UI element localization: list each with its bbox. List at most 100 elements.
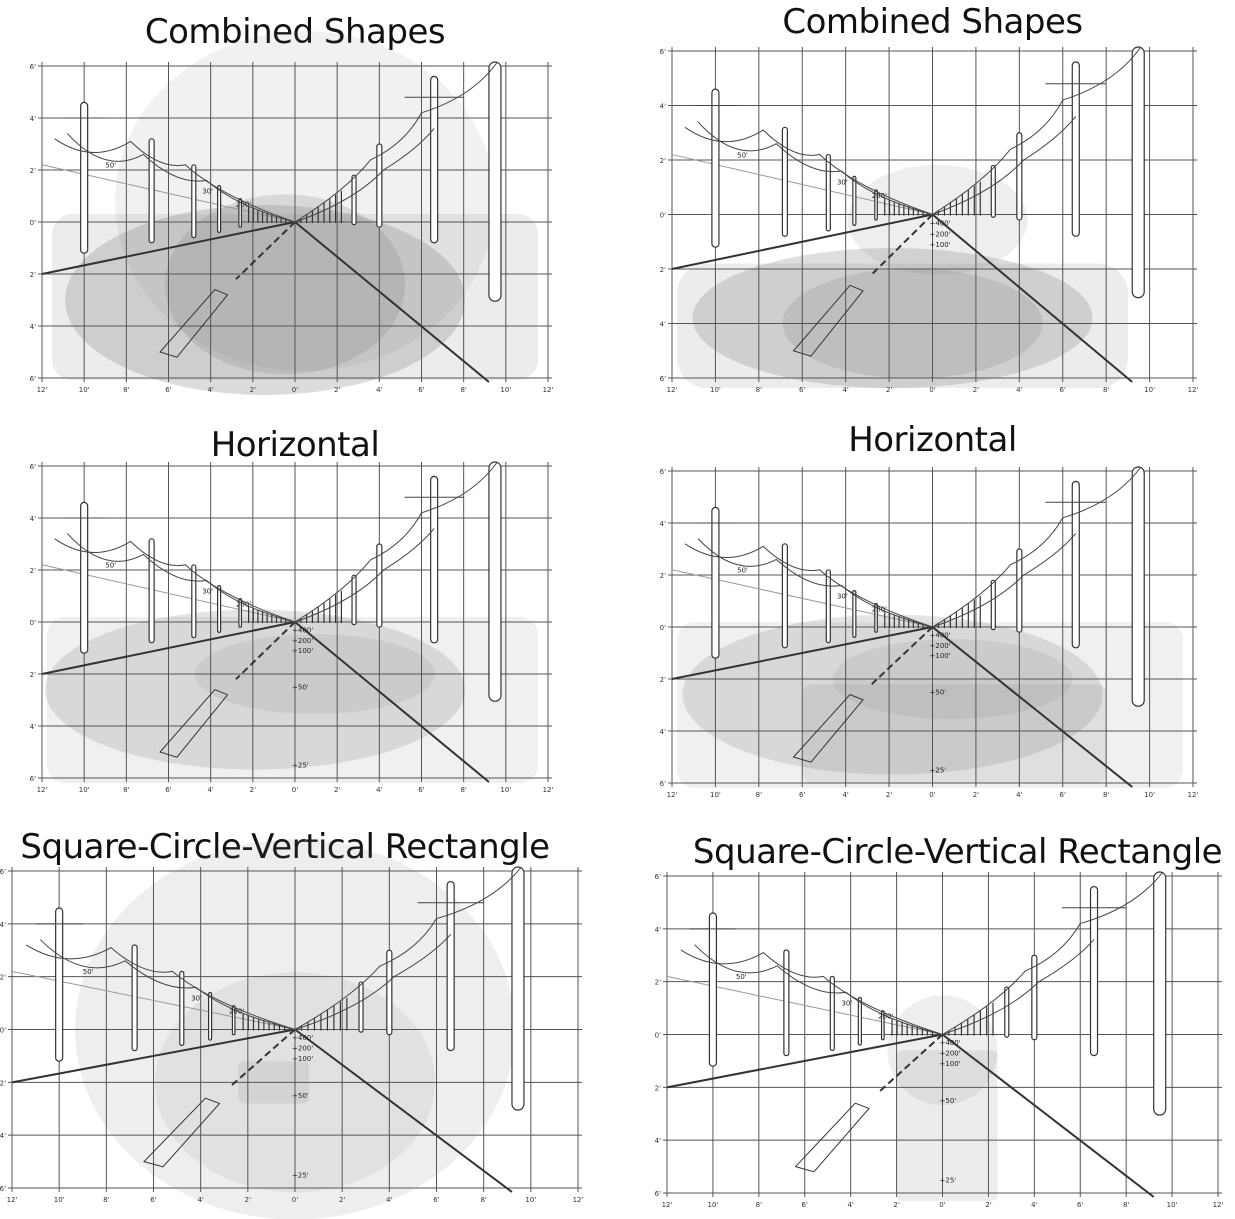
power-line	[932, 466, 1142, 628]
x-tick-label: 2'	[985, 1201, 991, 1209]
angle-label: 30'	[837, 592, 848, 600]
y-tick-label: 6'	[30, 463, 36, 471]
y-tick-label: 2'	[30, 271, 36, 279]
panel-horizontal-right: Horizontal 12'10'8'6'4'2'0'2'4'6'8'10'12…	[660, 420, 1205, 805]
power-line	[66, 133, 296, 223]
distance-label: +50'	[930, 689, 947, 697]
x-tick-label: 0'	[939, 1201, 945, 1209]
x-tick-label: 6'	[418, 786, 424, 794]
utility-pole	[55, 907, 64, 1062]
utility-pole	[781, 126, 788, 237]
x-tick-label: 2'	[893, 1201, 899, 1209]
x-tick-label: 12'	[667, 386, 678, 394]
power-line	[66, 533, 296, 623]
center-line	[877, 1033, 944, 1094]
x-tick-label: 8'	[756, 386, 762, 394]
y-tick-label: 4'	[30, 723, 36, 731]
x-tick-label: 10'	[79, 386, 90, 394]
angle-label: 50'	[736, 973, 747, 981]
utility-poles	[711, 466, 1145, 707]
x-tick-label: 12'	[1188, 386, 1199, 394]
x-tick-label: 4'	[1031, 1201, 1037, 1209]
x-tick-label: 0'	[929, 386, 935, 394]
x-tick-label: 8'	[123, 786, 129, 794]
panel-title: Horizontal	[210, 425, 380, 465]
x-tick-label: 12'	[543, 786, 554, 794]
x-tick-label: 6'	[418, 386, 424, 394]
angle-label: 30'	[837, 179, 848, 187]
x-tick-label: 2'	[973, 386, 979, 394]
heat-region	[115, 31, 495, 372]
x-tick-label: 4'	[376, 786, 382, 794]
lane-stripe	[792, 284, 864, 357]
x-tick-label: 2'	[973, 791, 979, 799]
road-edge-right	[294, 221, 490, 383]
y-tick-label: 2'	[660, 572, 666, 580]
y-tick-label: 2'	[660, 676, 666, 684]
road-edge-left	[11, 1028, 296, 1084]
y-tick-label: 4'	[30, 515, 36, 523]
y-tick-label: 2'	[0, 1079, 6, 1087]
utility-pole	[857, 996, 862, 1046]
distance-label: +25'	[930, 767, 947, 775]
x-tick-label: 10'	[710, 386, 721, 394]
heat-region	[802, 684, 1107, 783]
power-line	[694, 944, 943, 1035]
y-tick-label: 4'	[0, 921, 6, 929]
distance-label: +100'	[930, 241, 951, 249]
x-tick-label: 8'	[756, 791, 762, 799]
utility-pole	[711, 88, 720, 248]
x-tick-label: 0'	[292, 386, 298, 394]
utility-pole	[990, 579, 996, 631]
road-edge-left	[671, 213, 933, 270]
utility-pole	[852, 589, 857, 638]
lane-stripe	[792, 694, 864, 763]
utility-pole	[376, 543, 383, 628]
utility-pole	[711, 506, 720, 659]
x-tick-label: 6'	[433, 1196, 439, 1204]
y-tick-label: 6'	[30, 375, 36, 383]
angle-label: 200'	[236, 600, 251, 608]
x-tick-label: 0'	[929, 791, 935, 799]
x-tick-label: 10'	[1167, 1201, 1178, 1209]
x-tick-label: 10'	[79, 786, 90, 794]
power-lines	[680, 871, 1164, 1035]
panel-scvr-left: Square-Circle-Vertical Rectangle 12'10'8…	[0, 825, 590, 1219]
distance-label: +400'	[292, 626, 313, 634]
utility-poles	[80, 61, 502, 302]
utility-pole	[217, 184, 222, 233]
x-tick-label: 4'	[1016, 386, 1022, 394]
power-line	[697, 538, 933, 628]
x-tick-label: 6'	[1060, 791, 1066, 799]
power-line	[54, 538, 296, 623]
utility-pole	[430, 475, 439, 644]
utility-pole	[131, 944, 138, 1052]
road-perspective-diagram: 12'10'8'6'4'2'0'2'4'6'8'10'12'6'4'2'0'2'…	[655, 871, 1224, 1209]
center-line	[871, 626, 934, 685]
road-edge-right	[931, 213, 1133, 383]
power-lines	[25, 866, 522, 1030]
utility-pole	[446, 880, 455, 1052]
y-tick-label: 4'	[655, 926, 661, 934]
angle-label: 200'	[229, 1008, 244, 1016]
utility-pole	[825, 569, 831, 644]
power-line	[942, 871, 1164, 1035]
x-tick-label: 0'	[292, 786, 298, 794]
panel-horizontal-left: Horizontal 12'10'8'6'4'2'0'2'4'6'8'10'12…	[30, 425, 560, 795]
utility-pole	[783, 949, 790, 1057]
distance-label: +25'	[292, 1171, 309, 1179]
utility-pole	[829, 975, 835, 1051]
utility-pole	[1016, 132, 1023, 221]
y-tick-label: 6'	[660, 48, 666, 56]
x-tick-label: 12'	[1213, 1201, 1224, 1209]
x-tick-label: 2'	[339, 1196, 345, 1204]
panel-title: Square-Circle-Vertical Rectangle	[20, 827, 550, 867]
y-tick-label: 4'	[0, 1132, 6, 1140]
utility-pole	[880, 1010, 885, 1041]
y-tick-label: 6'	[660, 375, 666, 383]
power-line	[294, 528, 435, 623]
x-tick-label: 8'	[756, 1201, 762, 1209]
power-line	[294, 866, 522, 1030]
x-tick-label: 6'	[165, 386, 171, 394]
x-tick-label: 2'	[886, 791, 892, 799]
